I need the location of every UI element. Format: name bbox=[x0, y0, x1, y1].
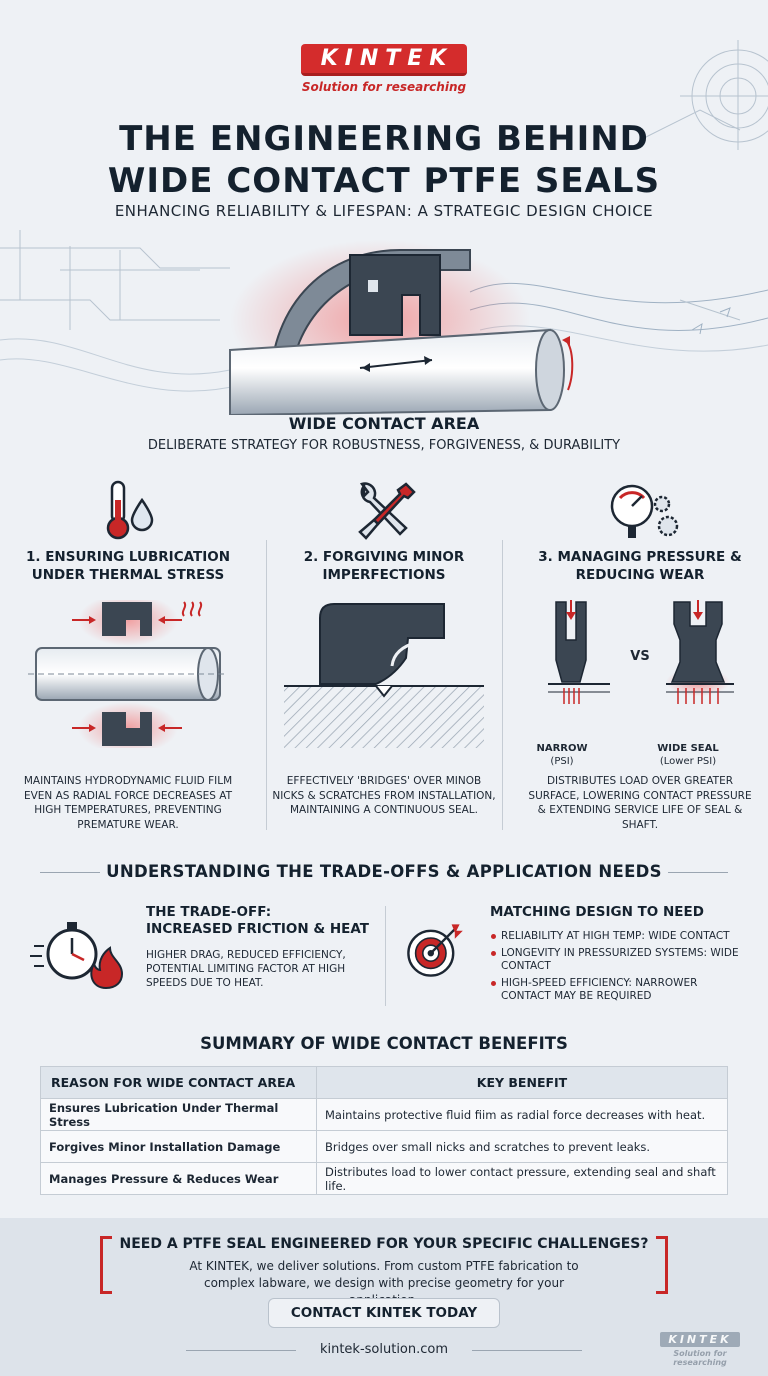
pressure-gauge-gears-icon bbox=[610, 484, 679, 538]
narrow-seal-label: NARROW (PSI) bbox=[522, 742, 602, 768]
logo-wordmark: KINTEK bbox=[300, 44, 468, 76]
list-item: HIGH-SPEED EFFICIENCY: NARROWER CONTACT … bbox=[490, 977, 750, 1004]
wrench-screwdriver-icon bbox=[358, 482, 416, 540]
section-rule bbox=[668, 872, 728, 873]
table-cell: Ensures Lubrication Under Thermal Stress bbox=[40, 1098, 317, 1131]
page-title-line1: THE ENGINEERING BEHIND bbox=[119, 119, 649, 159]
site-rule bbox=[472, 1350, 582, 1351]
hero-title: WIDE CONTACT AREA bbox=[288, 414, 480, 433]
narrow-vs-wide-diagram: VS bbox=[548, 600, 734, 704]
site-rule bbox=[186, 1350, 296, 1351]
column-divider bbox=[266, 540, 267, 830]
website-link[interactable]: kintek-solution.com bbox=[319, 1342, 449, 1357]
narrow-label: NARROW bbox=[536, 743, 588, 754]
thermal-lubrication-diagram bbox=[28, 600, 228, 748]
tradeoffs-section-title: UNDERSTANDING THE TRADE-OFFS & APPLICATI… bbox=[106, 862, 662, 881]
table-header-benefit: KEY BENEFIT bbox=[316, 1066, 728, 1099]
logo-tagline: Solution for researching bbox=[301, 80, 467, 94]
footer-logo-wordmark: KINTEK bbox=[660, 1332, 740, 1347]
table-row: Manages Pressure & Reduces Wear Distribu… bbox=[40, 1162, 728, 1195]
table-header-row: REASON FOR WIDE CONTACT AREA KEY BENEFIT bbox=[40, 1066, 728, 1099]
list-item: RELIABILITY AT HIGH TEMP: WIDE CONTACT bbox=[490, 930, 750, 944]
tradeoff-description: HIGHER DRAG, REDUCED EFFICIENCY, POTENTI… bbox=[146, 949, 346, 989]
footer-logo: KINTEK Solution for researching bbox=[654, 1328, 746, 1367]
design-match-title: MATCHING DESIGN TO NEED bbox=[490, 904, 704, 920]
tradeoff-title-line2: INCREASED FRICTION & HEAT bbox=[146, 921, 370, 937]
hero-subtitle: DELIBERATE STRATEGY FOR ROBUSTNESS, FORG… bbox=[147, 438, 621, 453]
narrow-sub: (PSI) bbox=[550, 756, 574, 767]
table-cell: Manages Pressure & Reduces Wear bbox=[40, 1162, 317, 1195]
target-arrow-icon bbox=[407, 924, 463, 977]
column-title: 1. ENSURING LUBRICATION UNDER THERMAL ST… bbox=[25, 549, 231, 583]
table-cell: Bridges over small nicks and scratches t… bbox=[316, 1130, 728, 1163]
page-title-line2: WIDE CONTACT PTFE SEALS bbox=[107, 161, 661, 201]
column-description: DISTRIBUTES LOAD OVER GREATER SURFACE, L… bbox=[528, 775, 752, 831]
summary-table: REASON FOR WIDE CONTACT AREA KEY BENEFIT… bbox=[40, 1066, 728, 1195]
design-match-panel: MATCHING DESIGN TO NEED RELIABILITY AT H… bbox=[400, 904, 750, 1014]
column-title: 3. MANAGING PRESSURE & REDUCING WEAR bbox=[538, 549, 742, 583]
column-description: MAINTAINS HYDRODYNAMIC FLUID FILM EVEN A… bbox=[23, 775, 233, 831]
wide-seal-label: WIDE SEAL (Lower PSI) bbox=[648, 742, 728, 768]
cta-bracket-left bbox=[100, 1236, 112, 1294]
table-row: Forgives Minor Installation Damage Bridg… bbox=[40, 1130, 728, 1163]
summary-title: SUMMARY OF WIDE CONTACT BENEFITS bbox=[200, 1034, 568, 1053]
section-rule bbox=[40, 872, 100, 873]
wide-sub: (Lower PSI) bbox=[659, 756, 717, 767]
page-subtitle: ENHANCING RELIABILITY & LIFESPAN: A STRA… bbox=[114, 202, 654, 220]
contact-button[interactable]: CONTACT KINTEK TODAY bbox=[268, 1298, 500, 1328]
tradeoff-title: THE TRADE-OFF: INCREASED FRICTION & HEAT bbox=[146, 904, 386, 938]
seal-on-shaft-illustration bbox=[229, 240, 574, 415]
wide-label: WIDE SEAL bbox=[657, 743, 719, 754]
table-cell: Maintains protective fluid fiim as radia… bbox=[316, 1098, 728, 1131]
thermometer-droplet-icon bbox=[106, 480, 154, 540]
benefit-column-imperfections: 2. FORGIVING MINOR IMPERFECTIONS EFFECTI… bbox=[256, 478, 512, 838]
brand-logo: KINTEK Solution for researching bbox=[0, 44, 768, 94]
stopwatch-flame-icon bbox=[30, 922, 124, 990]
column-divider bbox=[502, 540, 503, 830]
tradeoff-panel: THE TRADE-OFF: INCREASED FRICTION & HEAT… bbox=[30, 904, 375, 1014]
design-match-list: RELIABILITY AT HIGH TEMP: WIDE CONTACT L… bbox=[490, 930, 750, 1007]
cta-title: NEED A PTFE SEAL ENGINEERED FOR YOUR SPE… bbox=[119, 1236, 649, 1252]
cta-band bbox=[0, 1218, 768, 1376]
cta-bracket-right bbox=[656, 1236, 668, 1294]
benefit-column-lubrication: 1. ENSURING LUBRICATION UNDER THERMAL ST… bbox=[0, 478, 256, 838]
page-title: THE ENGINEERING BEHIND WIDE CONTACT PTFE… bbox=[0, 118, 768, 202]
column-title: 2. FORGIVING MINOR IMPERFECTIONS bbox=[303, 549, 465, 583]
table-header-reason: REASON FOR WIDE CONTACT AREA bbox=[40, 1066, 317, 1099]
benefit-column-pressure: 3. MANAGING PRESSURE & REDUCING WEAR VS … bbox=[512, 478, 768, 838]
table-cell: Forgives Minor Installation Damage bbox=[40, 1130, 317, 1163]
table-row: Ensures Lubrication Under Thermal Stress… bbox=[40, 1098, 728, 1131]
tradeoff-title-line1: THE TRADE-OFF: bbox=[146, 904, 272, 920]
bridging-imperfections-diagram bbox=[284, 603, 484, 748]
cta-text: At KINTEK, we deliver solutions. From cu… bbox=[189, 1259, 579, 1307]
column-description: EFFECTIVELY 'BRIDGES' OVER MINOB NICKS &… bbox=[272, 775, 496, 816]
footer-logo-tagline: Solution for researching bbox=[673, 1349, 727, 1367]
table-cell: Distributes load to lower contact pressu… bbox=[316, 1162, 728, 1195]
list-item: LONGEVITY IN PRESSURIZED SYSTEMS: WIDE C… bbox=[490, 947, 750, 974]
vs-label: VS bbox=[630, 649, 649, 664]
tradeoff-divider bbox=[385, 906, 386, 1006]
